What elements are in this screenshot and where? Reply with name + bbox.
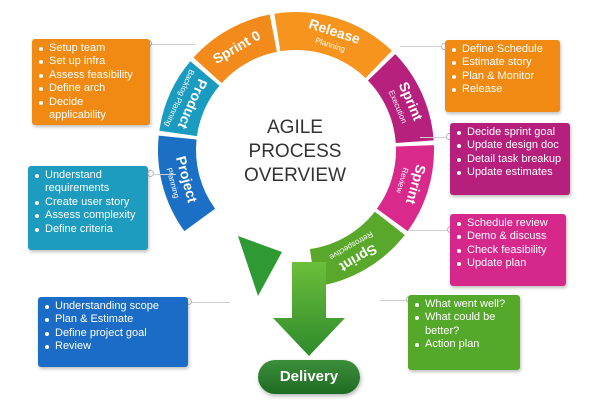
center-title-line: OVERVIEW <box>243 165 347 186</box>
sprint-review-box: Schedule review Demo & discuss Check fea… <box>450 214 566 286</box>
list-item: Define arch <box>38 82 142 95</box>
list-item: Setup team <box>38 42 142 55</box>
center-title-line: AGILE <box>267 117 323 138</box>
list-item: Detail task breakup <box>456 153 562 166</box>
connector-line <box>420 137 450 138</box>
list-item: What could be better? <box>414 311 512 338</box>
center-title-line: PROCESS <box>248 141 342 162</box>
list-item: Decide applicability <box>38 96 142 123</box>
list-item: Understanding scope <box>44 300 180 313</box>
sprint-execution-box: Decide sprint goal Update design doc Det… <box>450 123 570 195</box>
list-item: Plan & Estimate <box>44 313 180 326</box>
list-item: Assess complexity <box>34 209 140 222</box>
list-item: Update design doc <box>456 139 562 152</box>
list-item: Decide sprint goal <box>456 126 562 139</box>
connector-line <box>150 174 176 175</box>
segment-sprint0 <box>193 14 277 84</box>
list-item: Demo & discuss <box>456 230 558 243</box>
list-item: What went well? <box>414 298 512 311</box>
list-item: Schedule review <box>456 217 558 230</box>
list-item: Assess feasibility <box>38 69 142 82</box>
product-backlog-box: Understand requirements Create user stor… <box>28 166 148 250</box>
list-item: Check feasibility <box>456 244 558 257</box>
segment-release <box>274 12 392 79</box>
cycle-arrow-head <box>238 236 282 296</box>
connector-line <box>400 46 444 47</box>
connector-dot <box>147 170 154 177</box>
list-item: Create user story <box>34 196 140 209</box>
list-item: Update plan <box>456 257 558 270</box>
connector-line <box>380 300 410 301</box>
connector-line <box>190 302 230 303</box>
segment-review <box>376 145 434 232</box>
release-planning-box: Define Schedule Estimate story Plan & Mo… <box>445 40 560 112</box>
segment-product <box>159 61 220 137</box>
segment-execution <box>367 54 434 144</box>
list-item: Define project goal <box>44 327 180 340</box>
segment-retro <box>309 211 405 287</box>
connector-line <box>148 44 196 45</box>
list-item: Release <box>451 83 552 96</box>
list-item: Define criteria <box>34 223 140 236</box>
list-item: Define Schedule <box>451 43 552 56</box>
delivery-arrow <box>273 262 345 356</box>
connector-line <box>408 230 450 231</box>
list-item: Plan & Monitor <box>451 70 552 83</box>
segment-project <box>158 135 216 232</box>
delivery-badge: Delivery <box>258 360 360 394</box>
list-item: Update estimates <box>456 166 562 179</box>
list-item: Estimate story <box>451 56 552 69</box>
list-item: Understand requirements <box>34 169 140 196</box>
sprint-retrospective-box: What went well? What could be better? Ac… <box>408 295 520 370</box>
list-item: Review <box>44 340 180 353</box>
sprint-zero-box: Setup team Set up infra Assess feasibili… <box>32 39 150 125</box>
list-item: Set up infra <box>38 55 142 68</box>
center-title: AGILE PROCESS OVERVIEW <box>215 116 375 188</box>
project-planning-box: Understanding scope Plan & Estimate Defi… <box>38 297 188 367</box>
list-item: Action plan <box>414 338 512 351</box>
